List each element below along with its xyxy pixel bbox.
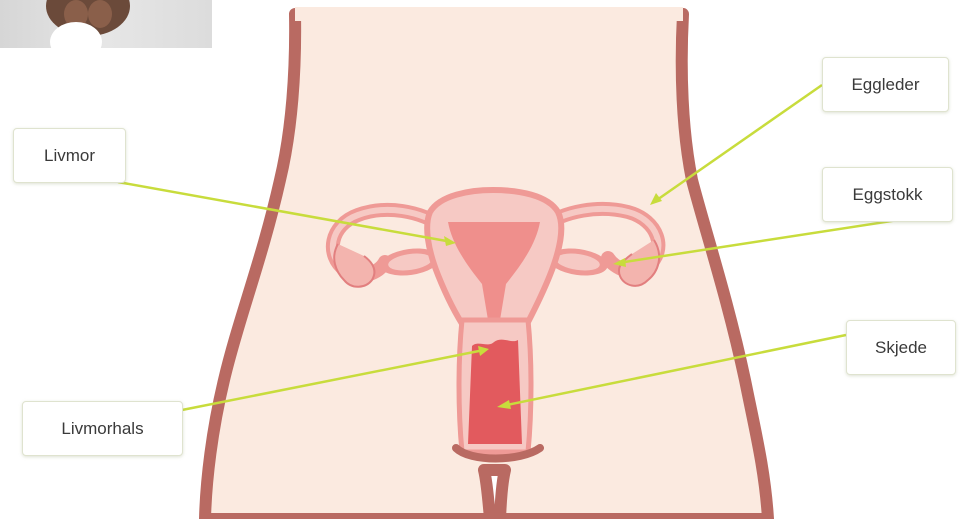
label-livmor: Livmor xyxy=(13,128,126,183)
label-livmor-text: Livmor xyxy=(44,146,95,166)
label-eggleder-text: Eggleder xyxy=(851,75,919,95)
cervix xyxy=(468,340,522,444)
label-skjede: Skjede xyxy=(846,320,956,375)
label-livmorhals-text: Livmorhals xyxy=(61,419,143,439)
label-eggleder: Eggleder xyxy=(822,57,949,112)
label-skjede-text: Skjede xyxy=(875,338,927,358)
label-livmorhals: Livmorhals xyxy=(22,401,183,456)
label-eggstokk-text: Eggstokk xyxy=(853,185,923,205)
label-eggstokk: Eggstokk xyxy=(822,167,953,222)
